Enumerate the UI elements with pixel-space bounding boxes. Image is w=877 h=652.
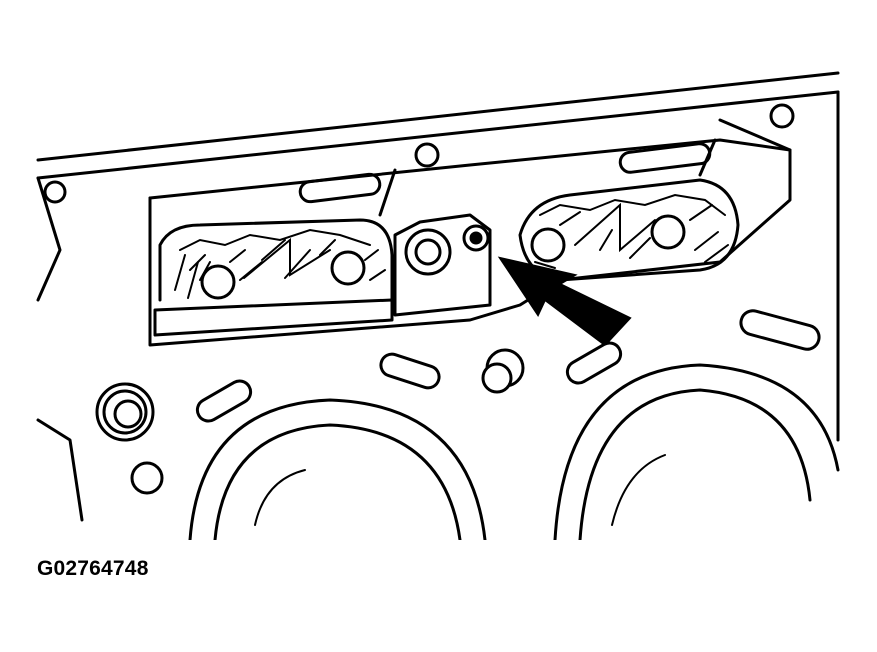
lower-slots [130,309,821,495]
tensioner-block [393,213,492,317]
pointer-arrow [497,256,632,347]
figure-id-label: G02764748 [37,557,149,580]
engine-head-diagram [36,71,840,540]
left-sprocket-assembly [153,218,394,337]
combustion-chambers [188,363,840,540]
cylinder-head-outline [36,71,840,522]
lower-left-bolt [95,382,155,442]
